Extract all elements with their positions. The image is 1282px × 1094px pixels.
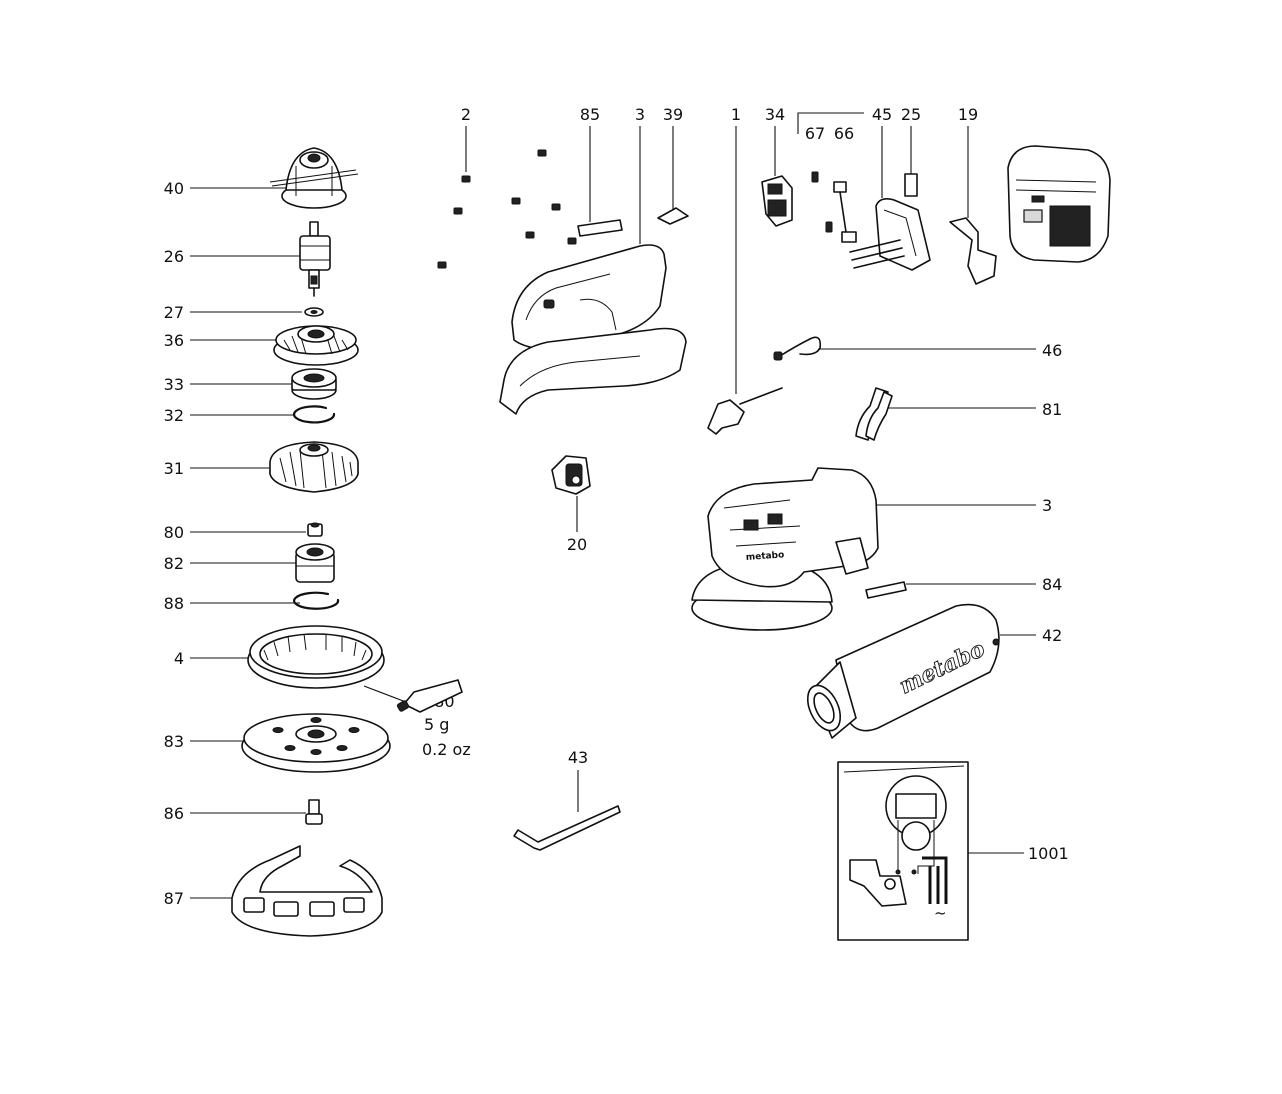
washer-hole xyxy=(310,310,318,314)
label-part-43: 43 xyxy=(568,748,588,767)
part-82-eccentric-bearing xyxy=(295,543,335,583)
leader-lines xyxy=(190,112,1036,899)
label-part-2: 2 xyxy=(461,105,471,124)
label-part-19: 19 xyxy=(958,105,978,124)
part-84-label xyxy=(865,581,907,599)
part-33-bearing xyxy=(291,368,337,400)
part-83-sanding-pad xyxy=(241,713,391,773)
label-part-1001: 1001 xyxy=(1028,844,1069,863)
part-40-brush-plate xyxy=(269,147,359,209)
part-39-label xyxy=(657,207,689,225)
label-part-46: 46 xyxy=(1042,341,1062,360)
part-26-armature xyxy=(299,221,331,297)
part-3-housing-half xyxy=(499,244,687,415)
part-67-spring xyxy=(811,171,819,183)
part-36-bearing-cover xyxy=(273,325,359,366)
label-part-84: 84 xyxy=(1042,575,1062,594)
label-part-4: 4 xyxy=(174,649,184,668)
part-43-hex-key xyxy=(513,805,621,851)
label-part-45: 45 xyxy=(872,105,892,124)
label-part-66: 66 xyxy=(834,124,854,143)
label-part-1: 1 xyxy=(731,105,741,124)
part-1001-wiring-diagram: ~ xyxy=(837,761,969,941)
part-80-nut xyxy=(307,522,323,537)
label-part-42: 42 xyxy=(1042,626,1062,645)
part-3-assembled-sander: metabo xyxy=(691,467,879,631)
part-32-retaining-ring xyxy=(292,405,336,424)
part-42-dust-box: metabo xyxy=(806,603,1000,739)
label-part-82: 82 xyxy=(164,554,184,573)
part-4-brake-ring xyxy=(247,625,385,689)
part-85-label xyxy=(577,219,623,237)
label-part-3-right: 3 xyxy=(1042,496,1052,515)
label-part-36: 36 xyxy=(164,331,184,350)
part-34-switch xyxy=(761,175,793,227)
part-1-switch-lever xyxy=(707,387,783,435)
label-part-39: 39 xyxy=(663,105,683,124)
part-66-contact-bridge xyxy=(833,181,857,243)
part-31-fan xyxy=(269,441,359,493)
grease-weight-oz-label: 0.2 oz xyxy=(422,740,471,759)
part-19-battery-latch xyxy=(949,217,997,285)
part-81-contact-springs xyxy=(855,387,893,441)
part-45-electronics-module xyxy=(849,198,931,271)
label-part-67: 67 xyxy=(805,124,825,143)
label-part-34: 34 xyxy=(765,105,785,124)
label-part-88: 88 xyxy=(164,594,184,613)
label-part-25: 25 xyxy=(901,105,921,124)
label-part-85: 85 xyxy=(580,105,600,124)
label-part-31: 31 xyxy=(164,459,184,478)
sander-brand-text: metabo xyxy=(746,550,785,563)
label-part-33: 33 xyxy=(164,375,184,394)
label-part-32: 32 xyxy=(164,406,184,425)
part-67-spring-b xyxy=(825,221,833,233)
ac-symbol: ~ xyxy=(934,904,947,922)
label-part-87: 87 xyxy=(164,889,184,908)
part-20-dust-lock xyxy=(551,455,591,495)
grease-weight-g-label: 5 g xyxy=(424,715,449,734)
label-part-3-top: 3 xyxy=(635,105,645,124)
part-88-circlip xyxy=(293,591,340,610)
label-part-20: 20 xyxy=(567,535,587,554)
part-25-label xyxy=(904,173,918,197)
part-86-screw xyxy=(305,799,323,825)
label-part-26: 26 xyxy=(164,247,184,266)
battery-pack xyxy=(1007,145,1111,263)
label-part-80: 80 xyxy=(164,523,184,542)
label-part-83: 83 xyxy=(164,732,184,751)
part-46-cable xyxy=(773,336,822,361)
part-880-grease-tube xyxy=(396,679,463,713)
part-87-pad-protector xyxy=(231,845,383,937)
part-2-screws xyxy=(437,149,577,269)
label-part-40: 40 xyxy=(164,179,184,198)
label-part-86: 86 xyxy=(164,804,184,823)
label-part-27: 27 xyxy=(164,303,184,322)
label-part-81: 81 xyxy=(1042,400,1062,419)
